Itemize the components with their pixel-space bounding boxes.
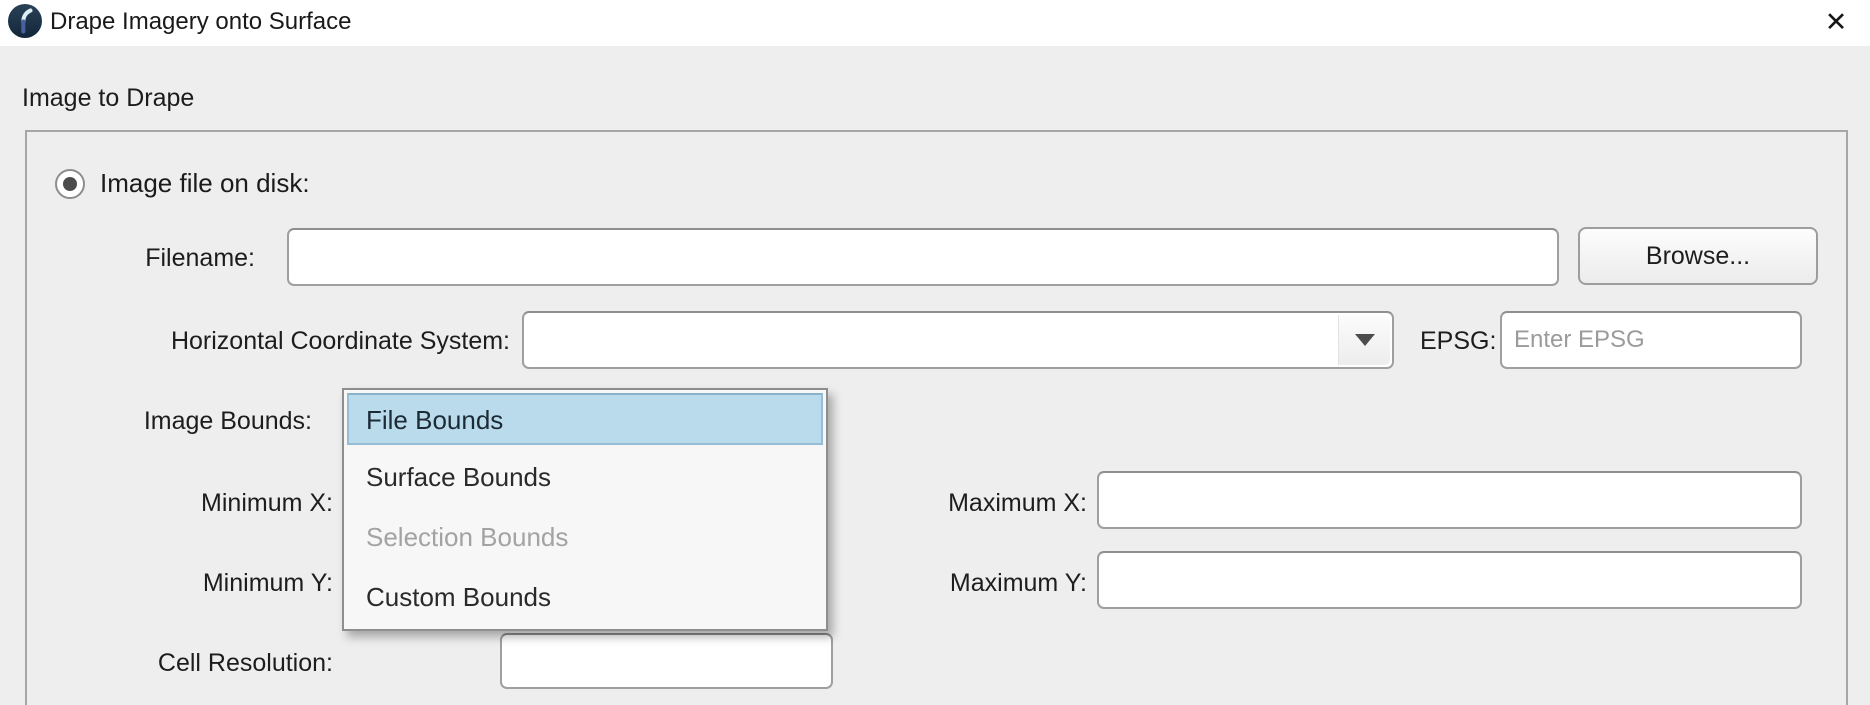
hcs-label: Horizontal Coordinate System: bbox=[170, 327, 510, 355]
browse-button[interactable]: Browse... bbox=[1578, 227, 1818, 285]
dropdown-option-selection-bounds: Selection Bounds bbox=[366, 522, 569, 552]
radio-image-file-on-disk[interactable]: Image file on disk: bbox=[55, 168, 310, 199]
dropdown-option-surface-bounds[interactable]: Surface Bounds bbox=[366, 462, 552, 492]
epsg-label: EPSG: bbox=[1420, 327, 1497, 355]
group-image-to-drape bbox=[25, 130, 1848, 705]
image-bounds-dropdown-popup: File Bounds Surface Bounds Selection Bou… bbox=[342, 388, 828, 631]
radio-label: Image file on disk: bbox=[100, 168, 310, 198]
combobox-arrow-zone[interactable] bbox=[1338, 315, 1390, 365]
app-f-icon bbox=[8, 4, 42, 38]
filename-input[interactable] bbox=[287, 228, 1559, 286]
minimum-y-label: Minimum Y: bbox=[202, 569, 333, 597]
filename-label: Filename: bbox=[145, 244, 255, 272]
close-icon[interactable]: ✕ bbox=[1810, 0, 1862, 44]
cell-resolution-label: Cell Resolution: bbox=[157, 649, 333, 677]
maximum-x-label: Maximum X: bbox=[948, 489, 1087, 517]
maximum-x-input[interactable] bbox=[1097, 471, 1802, 529]
maximum-y-label: Maximum Y: bbox=[949, 569, 1087, 597]
maximum-y-input[interactable] bbox=[1097, 551, 1802, 609]
cell-resolution-input[interactable] bbox=[500, 633, 833, 689]
image-bounds-label: Image Bounds: bbox=[143, 407, 312, 435]
section-title-image-to-drape: Image to Drape bbox=[22, 84, 195, 112]
chevron-down-icon bbox=[1354, 334, 1375, 346]
radio-button-icon bbox=[55, 168, 85, 199]
hcs-combobox[interactable] bbox=[522, 311, 1394, 369]
minimum-x-label: Minimum X: bbox=[201, 489, 333, 517]
dropdown-option-file-bounds[interactable]: File Bounds bbox=[347, 393, 823, 445]
window-title: Drape Imagery onto Surface bbox=[50, 8, 352, 35]
dropdown-option-custom-bounds[interactable]: Custom Bounds bbox=[366, 582, 551, 612]
dialog-titlebar: Drape Imagery onto Surface ✕ bbox=[0, 0, 1870, 46]
epsg-input[interactable] bbox=[1500, 311, 1802, 369]
